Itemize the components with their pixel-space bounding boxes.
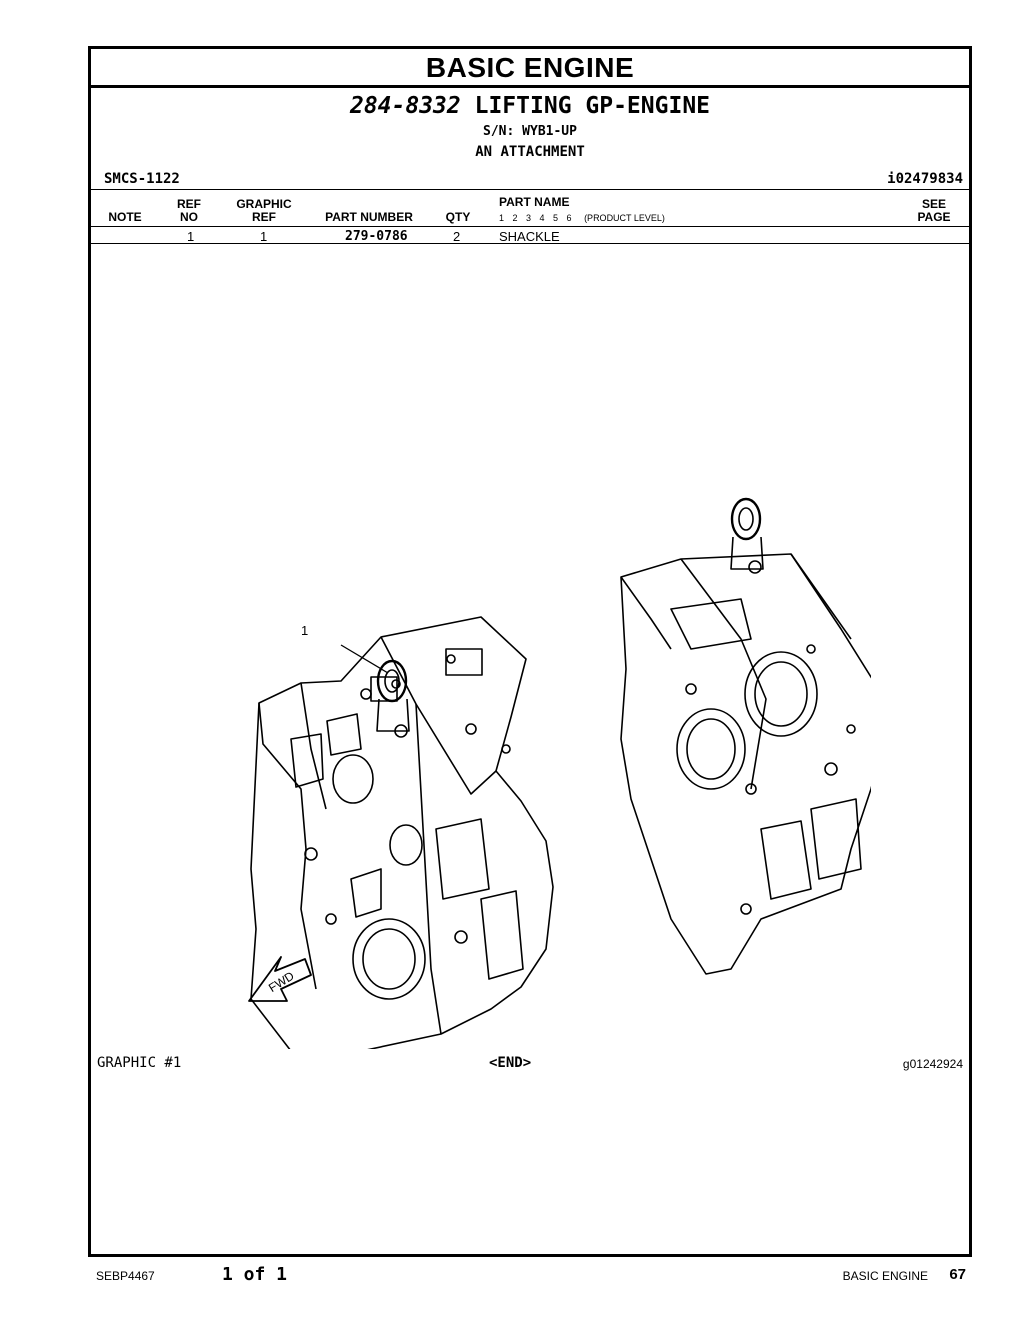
row-bottom-rule — [91, 243, 969, 244]
row-part-name: SHACKLE — [499, 229, 560, 244]
row-ref-no: 1 — [187, 229, 195, 244]
section-title: BASIC ENGINE — [91, 49, 969, 88]
graphic-label: GRAPHIC #1 — [97, 1055, 182, 1071]
fwd-arrow-icon — [248, 956, 312, 1002]
header-note: NOTE — [108, 210, 142, 224]
header-part-name: PART NAME — [499, 195, 570, 209]
header-top-rule — [91, 189, 969, 190]
header-see-page-line2: PAGE — [917, 210, 951, 224]
row-part-number: 279-0786 — [345, 229, 408, 244]
attachment-label: AN ATTACHMENT — [475, 144, 585, 160]
header-part-number: PART NUMBER — [325, 210, 413, 224]
row-qty: 2 — [453, 229, 461, 244]
group-name: LIFTING GP-ENGINE — [474, 93, 711, 119]
header-qty: QTY — [445, 210, 471, 224]
engine-block-illustration: 1 FWD — [248, 497, 871, 1049]
footer-doc-number: SEBP4467 — [96, 1269, 155, 1283]
serial-number: S/N: WYB1-UP — [483, 124, 577, 139]
row-graphic-ref: 1 — [260, 229, 268, 244]
graphic-reference: g01242924 — [902, 1057, 963, 1071]
smcs-code: SMCS-1122 — [104, 171, 180, 187]
header-graphic-ref-line1: GRAPHIC — [236, 197, 292, 211]
header-levels: 1 2 3 4 5 6 (PRODUCT LEVEL) — [499, 213, 665, 223]
header-graphic-ref: GRAPHIC REF — [229, 198, 299, 224]
group-title: 284-8332 LIFTING GP-ENGINE — [91, 93, 969, 119]
header-level-numbers: 1 2 3 4 5 6 — [499, 213, 572, 223]
header-ref-no: REF NO — [171, 198, 207, 224]
footer-section: BASIC ENGINE — [842, 1269, 928, 1283]
header-bottom-rule — [91, 226, 969, 227]
header-graphic-ref-line2: REF — [252, 210, 276, 224]
header-ref-no-line1: REF — [177, 197, 201, 211]
end-marker: <END> — [489, 1055, 532, 1071]
front-engine-block — [250, 616, 554, 1049]
footer-page-number: 67 — [949, 1266, 966, 1283]
group-part-number: 284-8332 — [349, 93, 461, 119]
info-ref: i02479834 — [887, 171, 963, 187]
page-frame: BASIC ENGINE 284-8332 LIFTING GP-ENGINE … — [88, 46, 972, 1257]
header-see-page: SEE PAGE — [909, 198, 959, 224]
header-product-level: (PRODUCT LEVEL) — [584, 213, 665, 223]
footer-page-of: 1 of 1 — [222, 1264, 288, 1285]
header-see-page-line1: SEE — [921, 197, 946, 211]
rear-engine-block — [620, 497, 871, 975]
header-ref-no-line2: NO — [180, 210, 198, 224]
callout-number: 1 — [301, 623, 308, 638]
